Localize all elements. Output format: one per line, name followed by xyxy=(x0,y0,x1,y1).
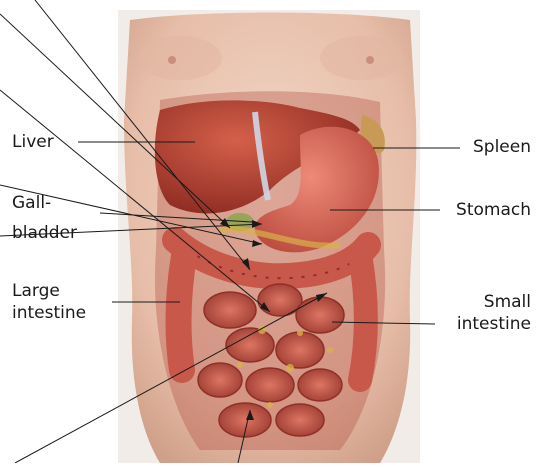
label-stomach: Stomach xyxy=(456,200,531,220)
label-small-intestine-line2: intestine xyxy=(457,314,531,334)
label-large-intestine-line1: Large xyxy=(12,281,60,301)
label-spleen: Spleen xyxy=(473,137,531,157)
right-nipple xyxy=(366,56,374,64)
label-small-intestine-line1: Small xyxy=(484,292,531,312)
ascending-colon xyxy=(178,250,185,370)
label-large-intestine-line2: intestine xyxy=(12,303,86,323)
left-pectoral xyxy=(138,36,222,80)
label-liver: Liver xyxy=(12,132,54,152)
label-gallbladder-line1: Gall- xyxy=(12,193,51,213)
right-pectoral xyxy=(320,36,404,80)
label-gallbladder-line2: bladder xyxy=(12,223,77,243)
left-nipple xyxy=(168,56,176,64)
descending-colon xyxy=(360,255,366,380)
